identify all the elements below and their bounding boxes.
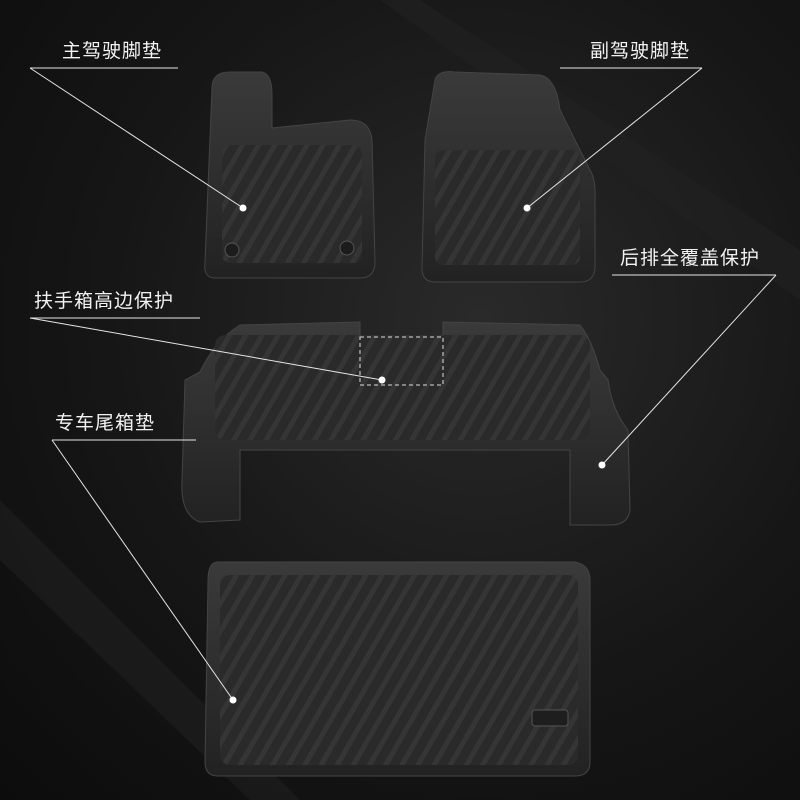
- rear-mat: [181, 321, 631, 526]
- label-passenger-mat: 副驾驶脚垫: [590, 40, 691, 62]
- armrest-highlight-box: [359, 336, 444, 386]
- passenger-mat: [421, 71, 596, 283]
- label-driver-mat: 主驾驶脚垫: [62, 40, 163, 62]
- label-armrest-high-edge: 扶手箱高边保护: [34, 290, 175, 312]
- label-trunk-mat: 专车尾箱垫: [55, 412, 156, 434]
- driver-mat: [204, 71, 376, 279]
- label-rear-full-cover: 后排全覆盖保护: [620, 247, 761, 269]
- trunk-mat: [204, 561, 591, 777]
- leader-lines: [29, 67, 777, 704]
